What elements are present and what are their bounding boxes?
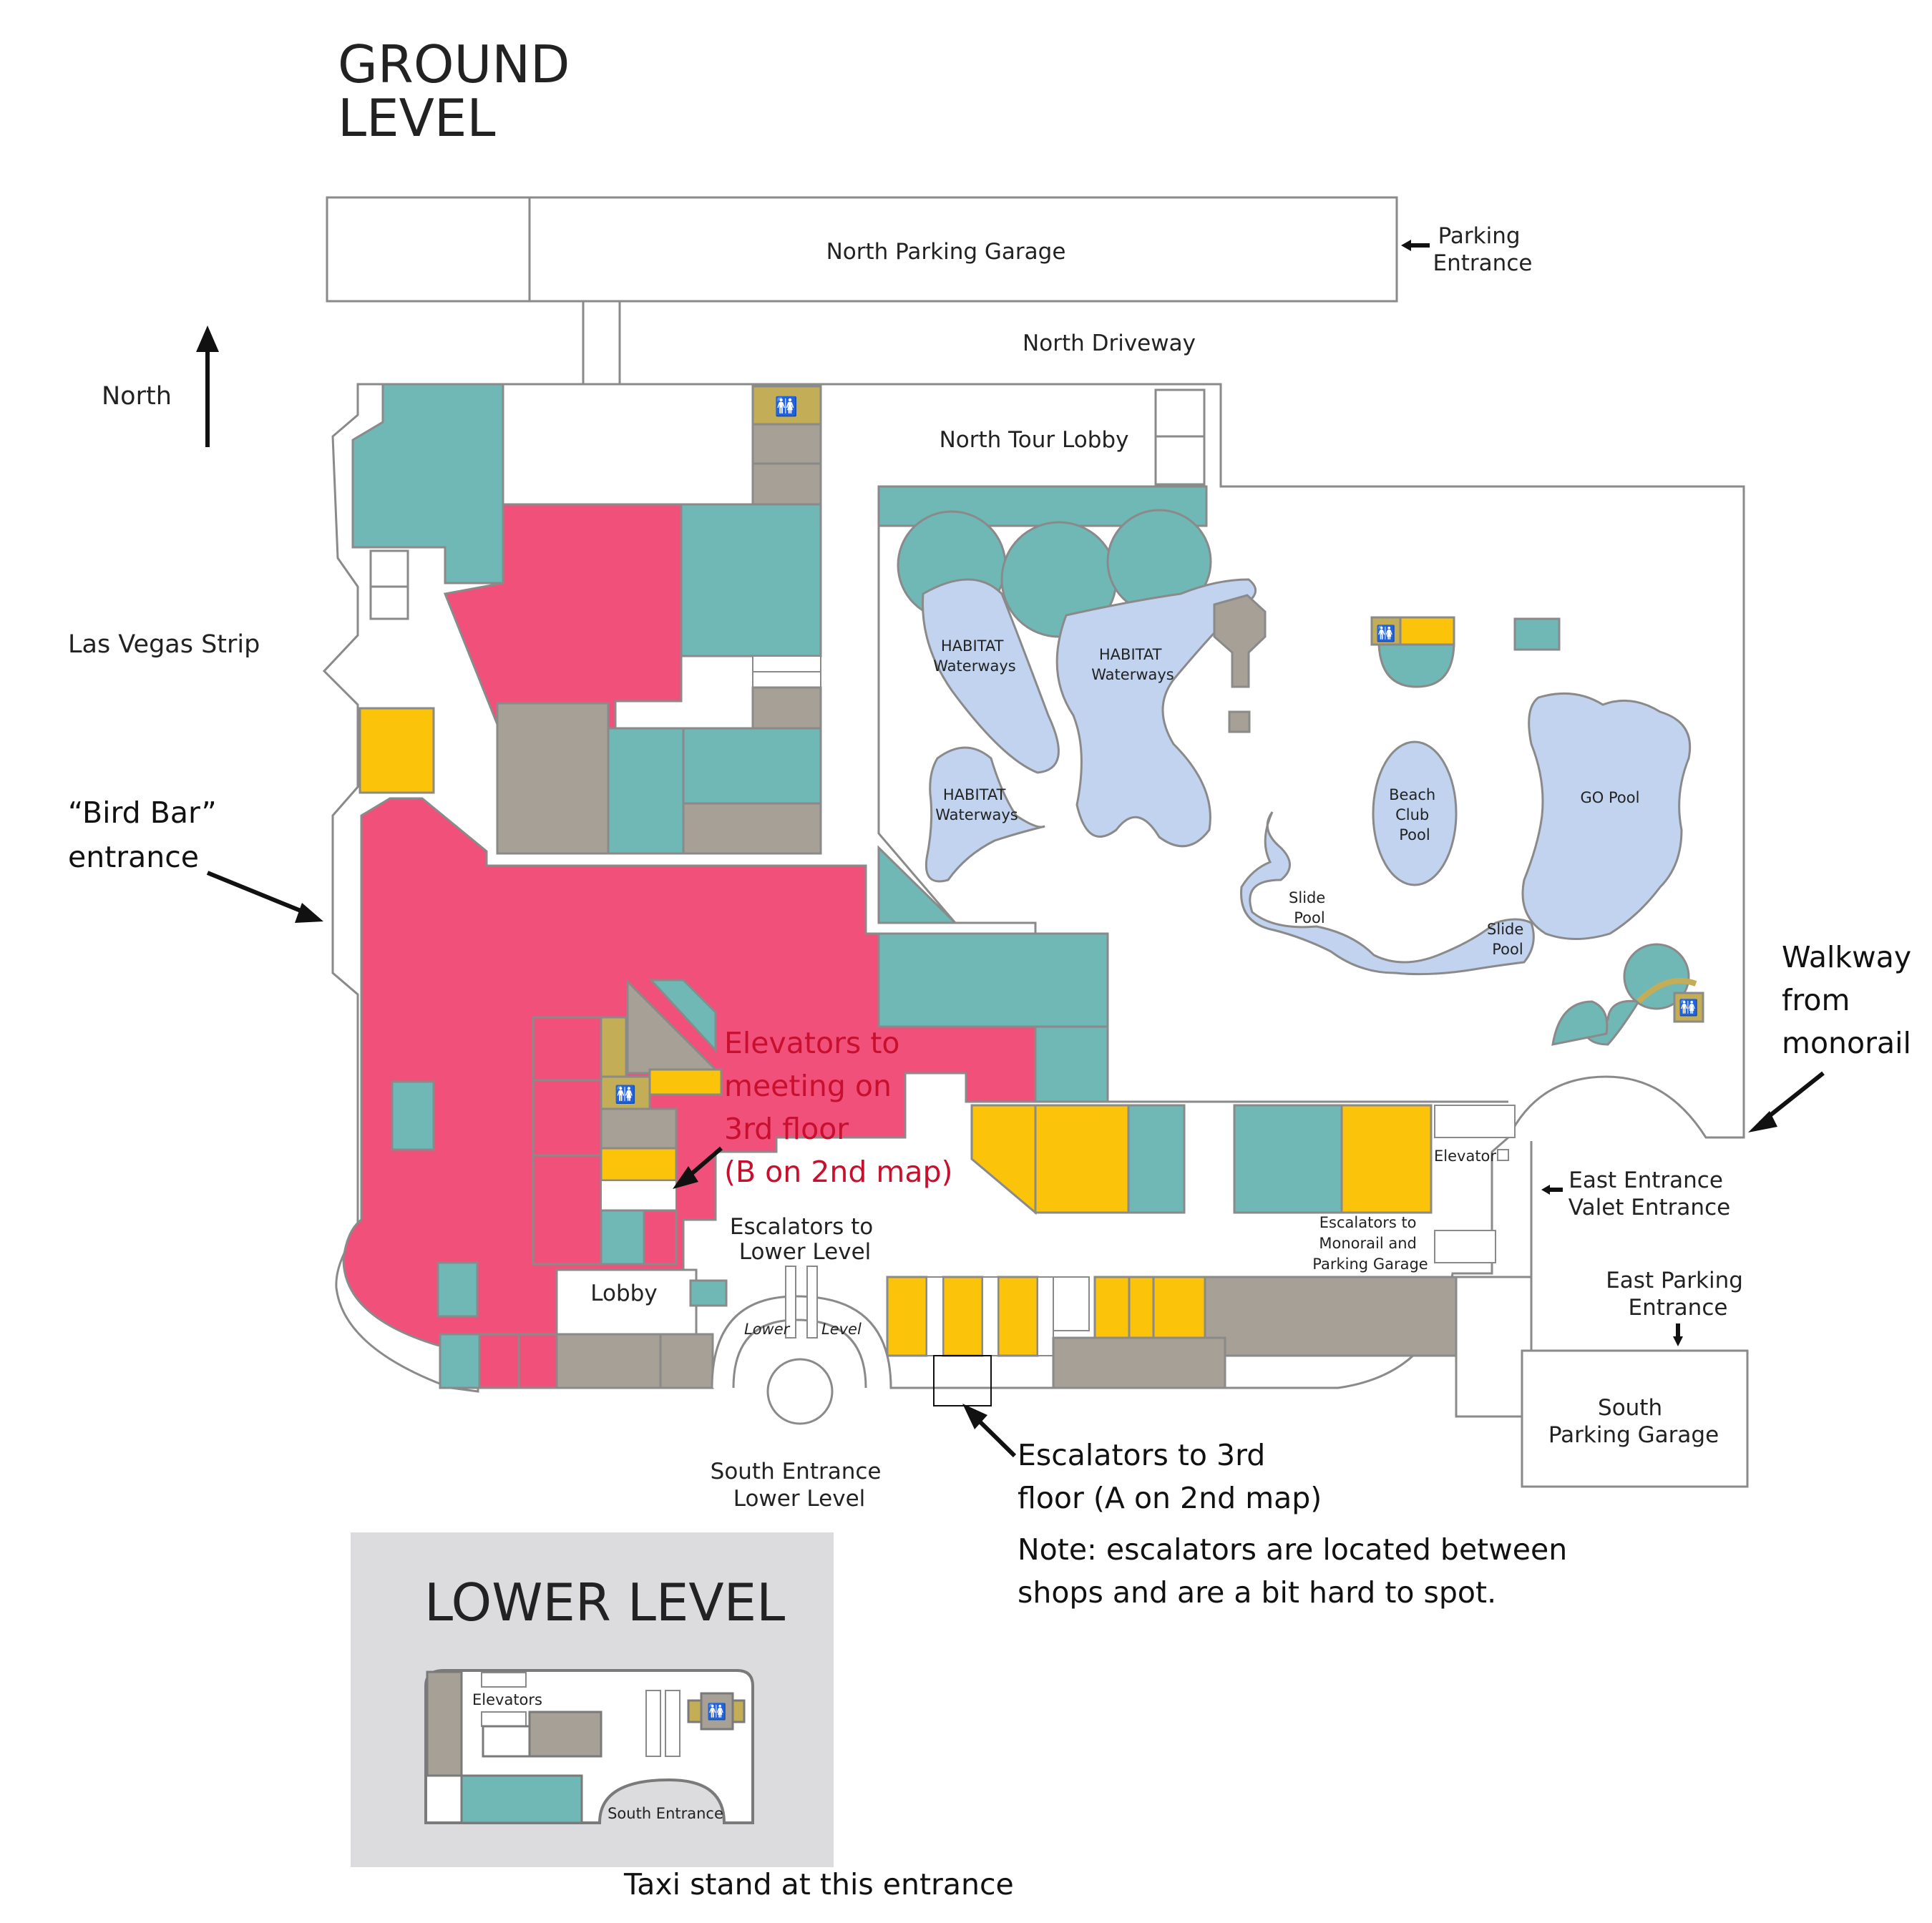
beach-club-pool-label: Beach Club Pool xyxy=(1389,786,1440,843)
lower-south-entrance-label: South Entrance xyxy=(608,1805,723,1822)
svg-text:🚻: 🚻 xyxy=(775,396,798,418)
restroom-icon: 🚻 xyxy=(1679,999,1698,1017)
slide-pool-label-2: Slide Pool xyxy=(1487,921,1528,958)
bird-bar-label: “Bird Bar” entrance xyxy=(68,796,226,874)
shop-west-yellow[interactable] xyxy=(358,707,435,794)
north-garage-annex xyxy=(326,196,531,303)
north-arrow-icon xyxy=(196,326,219,447)
elevator-label: Elevator xyxy=(1434,1148,1496,1165)
shop-north-center[interactable] xyxy=(680,503,822,657)
service-block-west xyxy=(496,702,610,855)
escalator-icon[interactable] xyxy=(926,1276,944,1356)
habitat-waterways-pool-3[interactable] xyxy=(924,746,1045,883)
parking-entrance-label: Parking Entrance xyxy=(1433,223,1533,276)
habitat-waterways-label-2: HABITAT Waterways xyxy=(1091,646,1174,683)
go-pool-label: GO Pool xyxy=(1581,789,1640,806)
elevators-meeting-label: Elevators to meeting on 3rd floor (B on … xyxy=(724,1026,952,1189)
pointer-arrow-icon xyxy=(1748,1071,1825,1132)
north-driveway-label: North Driveway xyxy=(1023,331,1196,356)
north-tour-lobby-label: North Tour Lobby xyxy=(940,427,1129,453)
elevator-icon[interactable] xyxy=(600,1180,677,1211)
restroom-icon: 🚻 xyxy=(615,1085,636,1105)
shop-northwest[interactable] xyxy=(351,383,504,584)
restroom-icon: 🚻 xyxy=(707,1703,726,1721)
north-parking-garage-label: North Parking Garage xyxy=(826,239,1066,265)
pointer-arrow-icon xyxy=(673,1146,723,1189)
ground-level-title: GROUND LEVEL xyxy=(338,34,586,148)
restroom-north[interactable] xyxy=(751,385,822,426)
south-entrance-lower-label: South Entrance Lower Level xyxy=(711,1459,889,1512)
pointer-arrow-icon xyxy=(1673,1323,1683,1346)
north-label: North xyxy=(102,382,172,411)
escalators-monorail-label: Escalators to Monorail and Parking Garag… xyxy=(1312,1214,1428,1273)
escalators-3rd-label: Escalators to 3rd floor (A on 2nd map) xyxy=(1018,1438,1322,1515)
elevator-icon[interactable] xyxy=(481,1672,527,1688)
note-label: Note: escalators are located between sho… xyxy=(1018,1532,1576,1610)
walkway-label: Walkway from monorail xyxy=(1782,940,1921,1060)
south-parking-garage-label: South Parking Garage xyxy=(1548,1395,1719,1448)
slide-pool-label-1: Slide Pool xyxy=(1289,889,1330,926)
restroom-icon: 🚻 xyxy=(775,396,798,418)
pointer-arrow-icon xyxy=(962,1404,1017,1458)
east-entrance-label: East Entrance Valet Entrance xyxy=(1568,1168,1730,1220)
habitat-waterways-pool-2[interactable] xyxy=(1055,578,1257,848)
escalator-icon[interactable] xyxy=(752,655,821,672)
lower-elevators-label: Elevators xyxy=(472,1691,542,1708)
pointer-arrow-icon xyxy=(206,871,323,923)
escalators-lower-label: Escalators to Lower Level xyxy=(730,1214,880,1265)
north-parking-garage[interactable] xyxy=(528,196,1398,303)
lower-level-title: LOWER LEVEL xyxy=(424,1572,785,1633)
restroom-center[interactable] xyxy=(600,1075,651,1110)
habitat-waterways-label-3: HABITAT Waterways xyxy=(935,786,1018,823)
restroom-icon: 🚻 xyxy=(1376,625,1395,643)
las-vegas-strip-label: Las Vegas Strip xyxy=(68,630,260,659)
habitat-waterways-label-1: HABITAT Waterways xyxy=(933,637,1016,675)
lobby-label: Lobby xyxy=(590,1281,657,1306)
escalator-icon[interactable] xyxy=(1434,1105,1516,1138)
beach-club-pool[interactable] xyxy=(1372,740,1458,886)
elevator-icon xyxy=(1497,1149,1509,1161)
pointer-arrow-icon xyxy=(1541,1185,1563,1195)
lower-word: Lower xyxy=(744,1321,791,1338)
escalator-icon[interactable] xyxy=(645,1690,661,1757)
slide-pool[interactable] xyxy=(1240,811,1535,976)
south-parking-garage[interactable] xyxy=(1521,1349,1749,1488)
go-pool[interactable] xyxy=(1521,692,1692,940)
taxi-label: Taxi stand at this entrance xyxy=(623,1867,1014,1902)
pointer-arrow-icon xyxy=(1401,240,1430,251)
east-parking-entrance-label: East Parking Entrance xyxy=(1606,1268,1750,1321)
level-word: Level xyxy=(821,1321,862,1338)
habitat-waterways-pool-1[interactable] xyxy=(922,578,1060,774)
